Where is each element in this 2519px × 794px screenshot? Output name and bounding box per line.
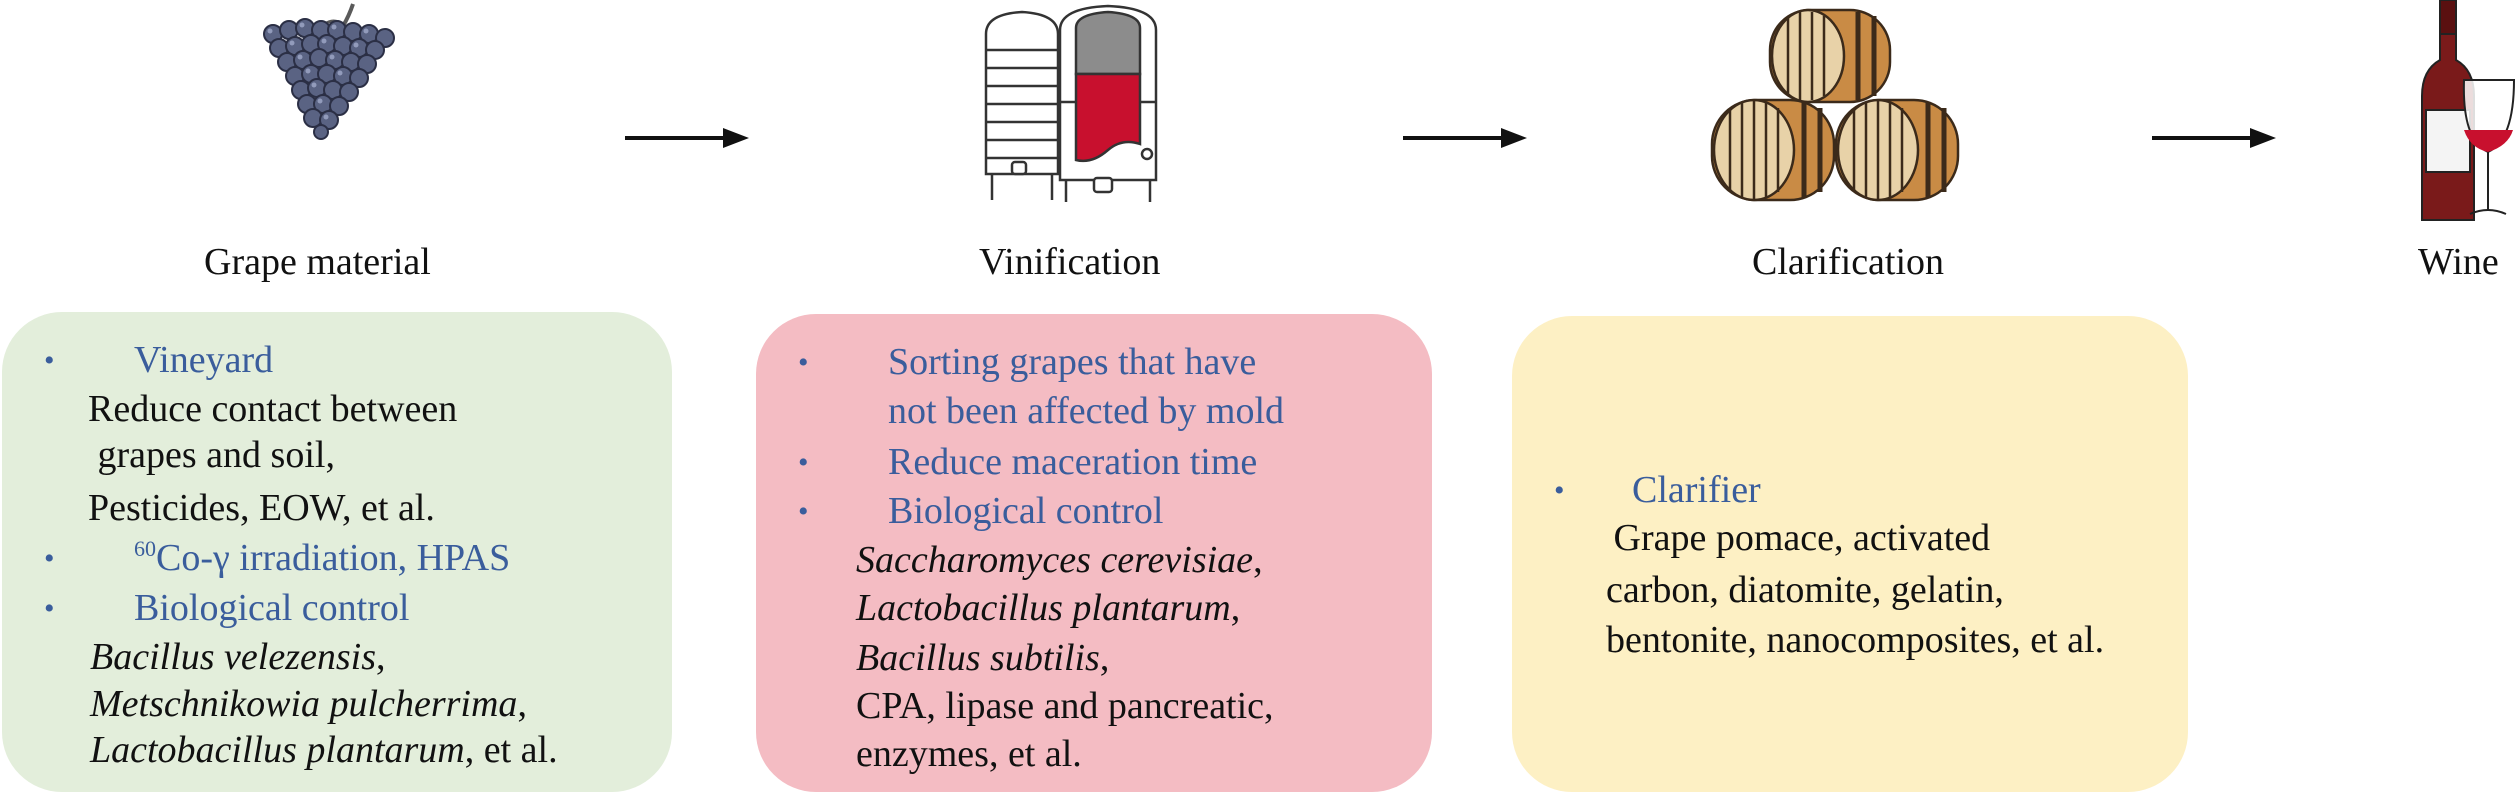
vinification-bio-line-2: Lactobacillus plantarum, (856, 584, 1240, 633)
bullet: • (1554, 474, 1565, 507)
grape-cluster-icon (263, 3, 395, 140)
irradiation-superscript: 60 (134, 536, 156, 561)
wine-barrels-icon (1710, 8, 1960, 202)
vineyard-line-1: Reduce contact between (88, 388, 458, 430)
flow-arrow-3 (2152, 128, 2276, 148)
organism-name: Lactobacillus plantarum (856, 587, 1231, 629)
stage-label-wine: Wine (2418, 241, 2499, 283)
organism-name: Bacillus subtilis (856, 637, 1100, 679)
clarification-box: • Clarifier Grape pomace, activated carb… (1512, 316, 2188, 792)
irradiation-line: 60Co-γ irradiation, HPAS (134, 534, 510, 583)
bullet: • (798, 346, 809, 379)
clarifier-line-2: carbon, diatomite, gelatin, (1606, 569, 2004, 611)
bullet: • (44, 592, 55, 625)
stage-label-vinification: Vinification (979, 241, 1161, 283)
vinification-bio-line-1: Saccharomyces cerevisiae, (856, 536, 1263, 585)
organism-suffix: , (1253, 539, 1263, 581)
clarifier-heading: Clarifier (1632, 469, 1761, 511)
vinification-box: • Sorting grapes that have not been affe… (756, 314, 1432, 792)
organism-name: Saccharomyces cerevisiae (856, 539, 1254, 581)
organism-suffix: , et al. (464, 729, 558, 771)
organism-suffix: , (1099, 637, 1110, 679)
grape-bio-heading: Biological control (134, 587, 410, 629)
bullet: • (44, 344, 55, 377)
flow-arrow-1 (625, 128, 749, 148)
organism-name: Bacillus velezensis (90, 636, 376, 678)
clarifier-line-1: Grape pomace, activated (1604, 517, 1991, 559)
bullet: • (44, 542, 55, 575)
organism-name: Metschnikowia pulcherrima (90, 683, 518, 725)
clarifier-line-3: bentonite, nanocomposites, et al. (1606, 619, 2105, 661)
vinification-bio-line-3: Bacillus subtilis, (856, 634, 1109, 683)
flow-arrow-2 (1403, 128, 1527, 148)
grape-material-box: • Vineyard Reduce contact between grapes… (2, 312, 672, 792)
organism-name: Lactobacillus plantarum (90, 729, 465, 771)
fermentation-tanks-icon (984, 4, 1158, 202)
stage-label-clarification: Clarification (1752, 241, 1945, 283)
vineyard-line-3: Pesticides, EOW, et al. (88, 487, 435, 529)
organism-suffix: , (1230, 587, 1241, 629)
sorting-line-1: Sorting grapes that have (888, 341, 1257, 383)
organism-suffix: , (517, 683, 527, 725)
stage-label-grape-material: Grape material (204, 241, 431, 283)
vinification-extra-line-2: enzymes, et al. (856, 733, 1082, 775)
vineyard-heading: Vineyard (134, 339, 274, 381)
grape-bio-line-3: Lactobacillus plantarum, et al. (90, 726, 558, 775)
irradiation-text: Co-γ irradiation, HPAS (156, 537, 511, 579)
vineyard-line-2: grapes and soil, (88, 434, 335, 476)
bullet: • (798, 446, 809, 479)
sorting-line-2: not been affected by mold (888, 390, 1285, 432)
wine-bottle-glass-icon (2421, 0, 2516, 221)
maceration-line: Reduce maceration time (888, 441, 1258, 483)
grape-bio-line-1: Bacillus velezensis, (90, 633, 385, 682)
vinification-bio-heading: Biological control (888, 490, 1164, 532)
organism-suffix: , (375, 636, 386, 678)
grape-bio-line-2: Metschnikowia pulcherrima, (90, 680, 527, 729)
vinification-extra-line-1: CPA, lipase and pancreatic, (856, 685, 1274, 727)
bullet: • (798, 495, 809, 528)
